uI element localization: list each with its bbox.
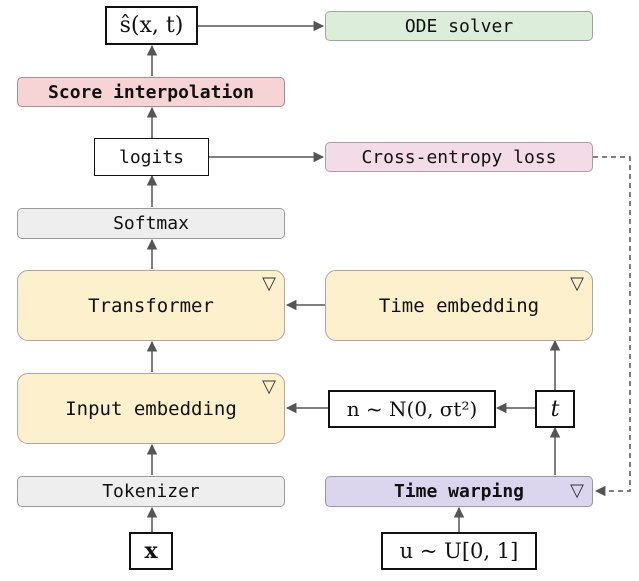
cross-entropy-loss-label: Cross-entropy loss <box>361 146 557 168</box>
time-warping-label: Time warping <box>393 481 525 502</box>
softmax-node: Softmax <box>17 208 285 239</box>
score-output-node: ŝ(x, t) <box>105 6 198 45</box>
transformer-node: Transformer ▽ <box>17 270 285 341</box>
time-warping-node: Time warping ▽ <box>325 476 593 507</box>
noise-label: n ~ N(0, σt²) <box>346 397 478 421</box>
x-label: x <box>144 538 158 564</box>
t-node: t <box>535 390 575 428</box>
time-embedding-label: Time embedding <box>378 294 540 317</box>
tokenizer-label: Tokenizer <box>102 481 200 502</box>
x-node: x <box>129 532 173 570</box>
logits-node: logits <box>94 138 209 176</box>
score-output-label: ŝ(x, t) <box>119 13 184 38</box>
noise-node: n ~ N(0, σt²) <box>328 390 496 428</box>
ode-solver-label: ODE solver <box>404 15 514 37</box>
trainable-triangle-icon: ▽ <box>570 273 584 294</box>
input-embedding-label: Input embedding <box>65 397 237 420</box>
trainable-triangle-icon: ▽ <box>570 480 584 501</box>
u-node: u ~ U[0, 1] <box>381 532 537 570</box>
ode-solver-node: ODE solver <box>325 11 593 41</box>
trainable-triangle-icon: ▽ <box>262 376 276 397</box>
cross-entropy-loss-node: Cross-entropy loss <box>325 142 593 172</box>
score-interpolation-node: Score interpolation <box>17 77 285 107</box>
trainable-triangle-icon: ▽ <box>262 273 276 294</box>
score-interpolation-label: Score interpolation <box>48 81 254 103</box>
softmax-label: Softmax <box>113 213 189 234</box>
u-label: u ~ U[0, 1] <box>399 539 519 563</box>
tokenizer-node: Tokenizer <box>17 476 285 507</box>
time-embedding-node: Time embedding ▽ <box>325 270 593 341</box>
arrow-loss-to-time-warping-dashed <box>593 156 631 497</box>
logits-label: logits <box>118 146 185 168</box>
transformer-label: Transformer <box>88 294 214 317</box>
t-label: t <box>550 396 560 422</box>
input-embedding-node: Input embedding ▽ <box>17 373 285 444</box>
